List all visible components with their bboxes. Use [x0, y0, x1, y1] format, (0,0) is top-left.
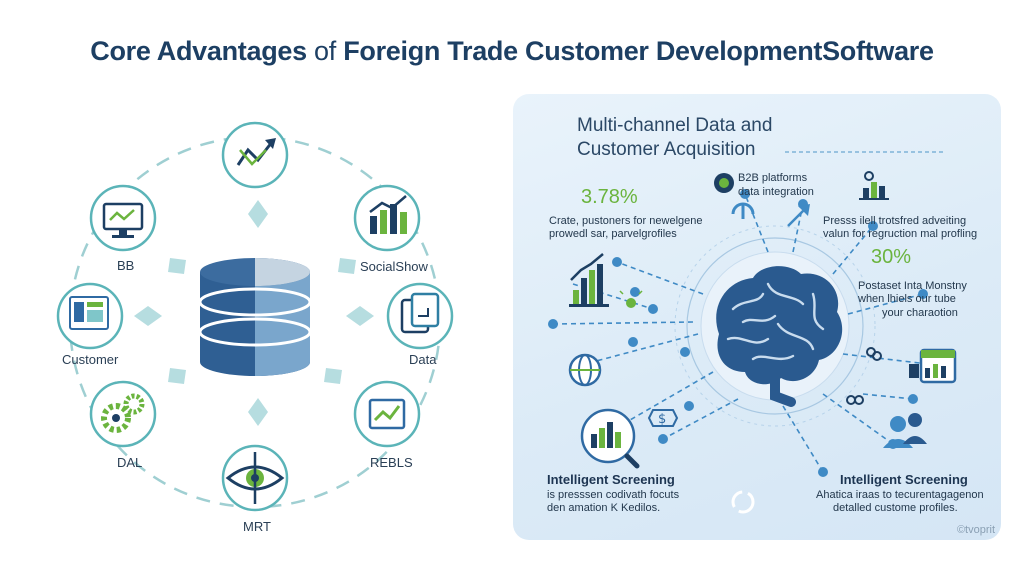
b2b-line-2: data integration	[738, 186, 814, 198]
bar-chart-icon	[369, 195, 407, 234]
screening-search-icon	[580, 408, 640, 469]
label-social: SocialShow	[360, 259, 428, 274]
dashboard-icon	[69, 296, 109, 330]
label-data: Data	[409, 352, 437, 367]
screening-left-heading: Intelligent Screening	[547, 472, 675, 487]
globe-icon	[568, 353, 602, 387]
panel-title: Multi-channel Data and Customer Acquisit…	[577, 115, 773, 160]
node-data	[386, 282, 454, 350]
users-icon	[883, 413, 927, 448]
screening-left-1: is presssen codivath focuts	[547, 489, 680, 501]
loading-ring	[731, 490, 755, 514]
diamond-ur	[338, 258, 356, 274]
stat-left: 3.78%	[581, 186, 638, 208]
launch-icon	[787, 204, 810, 227]
svg-text:$: $	[658, 412, 666, 427]
screening-left-2: den amation K Kedilos.	[547, 502, 661, 514]
screening-right-2: detalled custome profiles.	[833, 502, 958, 514]
b2b-line-1: B2B platforms	[738, 172, 808, 184]
calendar-chart-icon	[909, 348, 957, 384]
growth-chart-icon	[569, 253, 609, 307]
node-customer	[56, 282, 124, 350]
analytics-icon	[859, 171, 889, 200]
database-icon	[198, 258, 312, 376]
label-rebls: REBLS	[370, 455, 413, 470]
report-chart-icon	[368, 398, 406, 430]
diamond-markers	[134, 200, 374, 426]
idea-bulb-icon	[619, 290, 643, 308]
label-dal: DAL	[117, 455, 143, 470]
post-line-3: your charaotion	[882, 307, 958, 319]
documents-icon	[400, 292, 440, 334]
label-mrt: MRT	[243, 519, 271, 534]
node-bb	[89, 184, 157, 252]
right-desc-1: Presss ilell trotsfred adveiting	[823, 215, 967, 227]
brain-icon	[716, 266, 843, 407]
diamond-lr	[324, 368, 342, 384]
page-title: Core Advantages of Foreign Trade Custome…	[90, 36, 934, 66]
stat-right: 30%	[871, 246, 912, 268]
acquisition-panel: $	[513, 94, 1001, 540]
label-customer: Customer	[62, 352, 119, 367]
post-line-2: when lhiels our tube	[858, 293, 956, 305]
diamond-left	[134, 306, 162, 326]
left-desc-1: Crate, pustoners for newelgene	[549, 215, 703, 227]
eye-target-icon	[225, 452, 285, 504]
node-dal	[89, 380, 157, 448]
link-icons	[846, 347, 882, 405]
right-desc-2: valun for regruction mal profling	[823, 228, 978, 240]
node-social	[353, 184, 421, 252]
node-rebls	[353, 380, 421, 448]
diamond-ul	[168, 258, 186, 274]
node-mrt	[221, 444, 289, 512]
node-top	[221, 121, 289, 189]
screening-right-heading: Intelligent Screening	[840, 472, 968, 487]
gears-icon	[101, 393, 145, 433]
network-hub-icon	[714, 173, 755, 219]
dollar-icon: $	[647, 409, 679, 427]
diamond-bottom	[248, 398, 268, 426]
label-bb: BB	[117, 258, 135, 273]
screening-right-1: Ahatica iraas to tecurentagagenon	[816, 489, 984, 501]
watermark: ©tvoprit	[956, 524, 995, 536]
post-line-1: Postaset Inta Monstny	[858, 280, 967, 292]
diamond-right	[346, 306, 374, 326]
acquisition-network: $	[548, 151, 957, 514]
left-desc-2: prowedl sar, parvelgrofiles	[549, 228, 677, 240]
hub-diagram	[56, 121, 454, 512]
diamond-top	[248, 200, 268, 228]
diamond-ll	[168, 368, 186, 384]
